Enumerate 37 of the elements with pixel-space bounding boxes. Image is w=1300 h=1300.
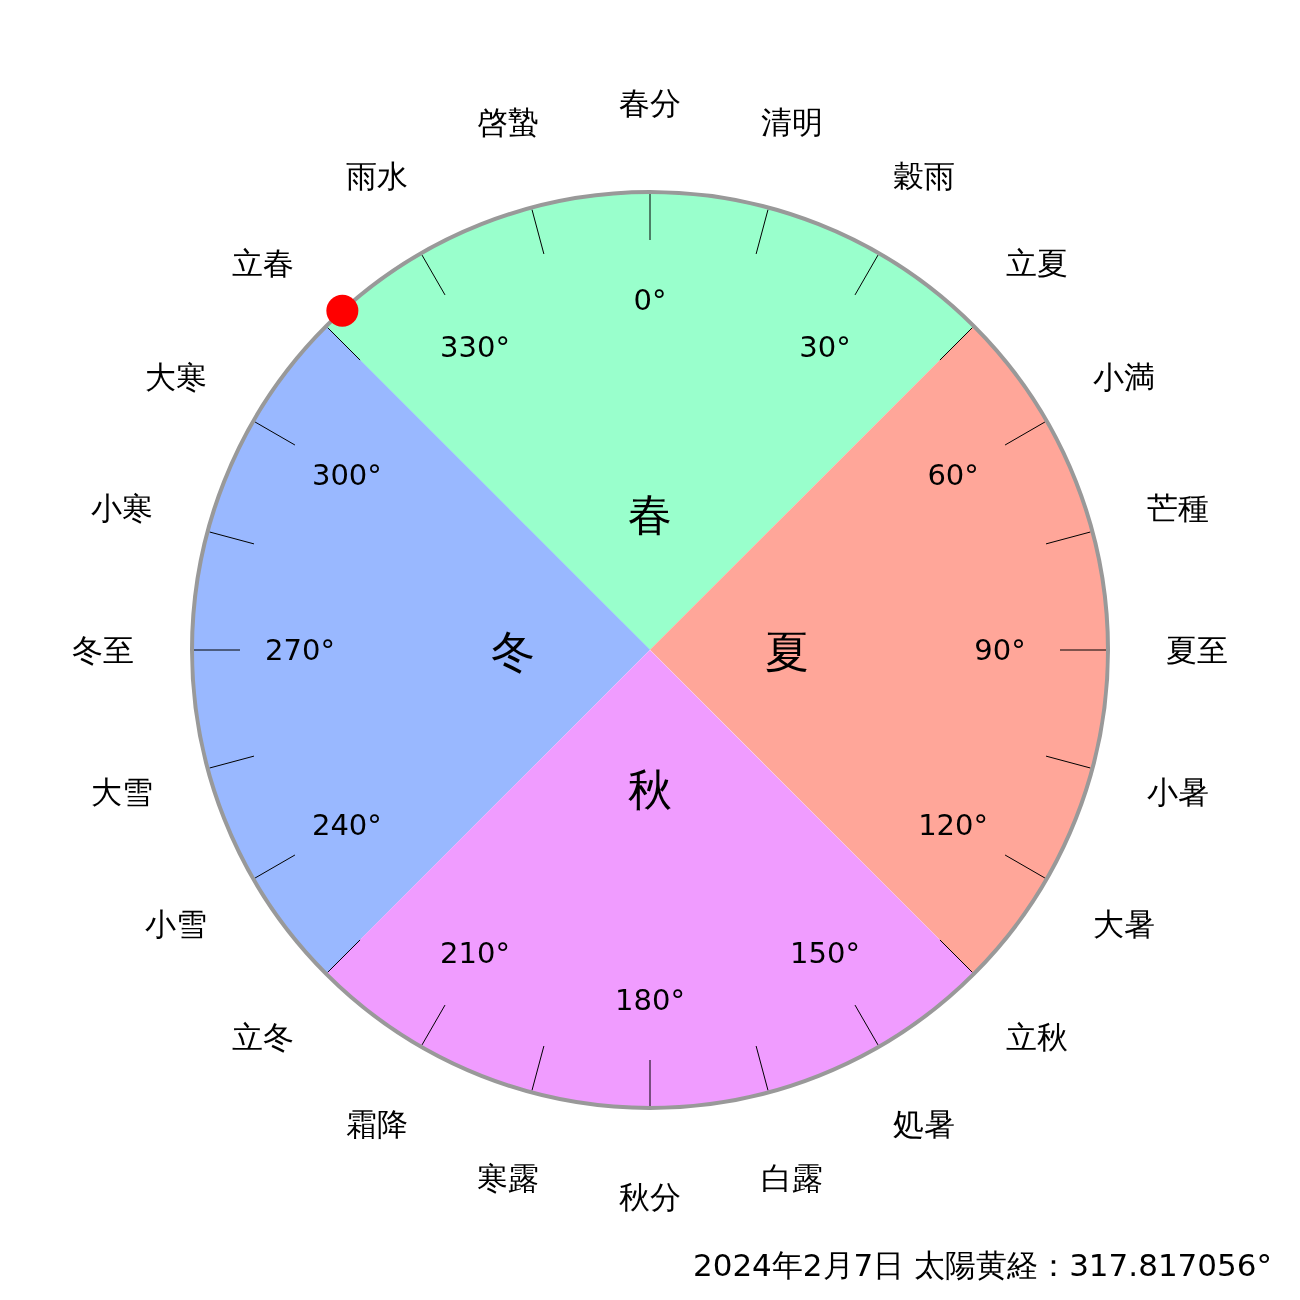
solar-term-label: 小暑 xyxy=(1147,776,1210,808)
degree-label: 60° xyxy=(927,460,979,490)
solar-term-label: 啓蟄 xyxy=(477,106,540,138)
solar-term-label: 夏至 xyxy=(1166,634,1228,666)
season-label: 秋 xyxy=(628,768,672,812)
caption-text: 2024年2月7日 太陽黄経：317.817056° xyxy=(692,1250,1272,1281)
solar-term-label: 立冬 xyxy=(232,1021,295,1053)
solar-term-label: 秋分 xyxy=(619,1181,681,1213)
season-label: 冬 xyxy=(491,630,535,674)
degree-label: 180° xyxy=(615,985,685,1015)
season-label: 春 xyxy=(628,493,672,537)
degree-label: 300° xyxy=(311,460,382,490)
degree-label: 270° xyxy=(265,635,335,665)
solar-term-label: 冬至 xyxy=(72,634,134,666)
solar-term-label: 立秋 xyxy=(1005,1021,1068,1053)
degree-label: 330° xyxy=(440,332,510,362)
solar-term-label: 大雪 xyxy=(90,776,153,808)
solar-term-label: 小雪 xyxy=(145,908,208,939)
solar-term-label: 小寒 xyxy=(90,492,153,524)
degree-label: 240° xyxy=(311,810,382,840)
solar-term-label: 立夏 xyxy=(1005,247,1068,279)
solar-term-label: 清明 xyxy=(760,106,823,138)
degree-label: 0° xyxy=(633,285,667,315)
degree-label: 90° xyxy=(974,635,1026,665)
degree-label: 210° xyxy=(440,938,510,968)
degree-label: 150° xyxy=(790,938,860,968)
solar-term-label: 大暑 xyxy=(1092,908,1155,939)
degree-label: 30° xyxy=(799,332,851,362)
solar-term-label: 芒種 xyxy=(1147,492,1210,524)
solar-term-label: 寒露 xyxy=(477,1162,540,1194)
degree-label: 120° xyxy=(918,810,988,840)
solar-term-label: 立春 xyxy=(232,247,295,279)
solar-term-label: 春分 xyxy=(619,87,681,119)
solar-term-label: 小満 xyxy=(1092,361,1155,392)
solar-term-label: 白露 xyxy=(760,1162,823,1194)
season-label: 夏 xyxy=(765,630,809,674)
solar-term-label: 大寒 xyxy=(145,361,208,392)
